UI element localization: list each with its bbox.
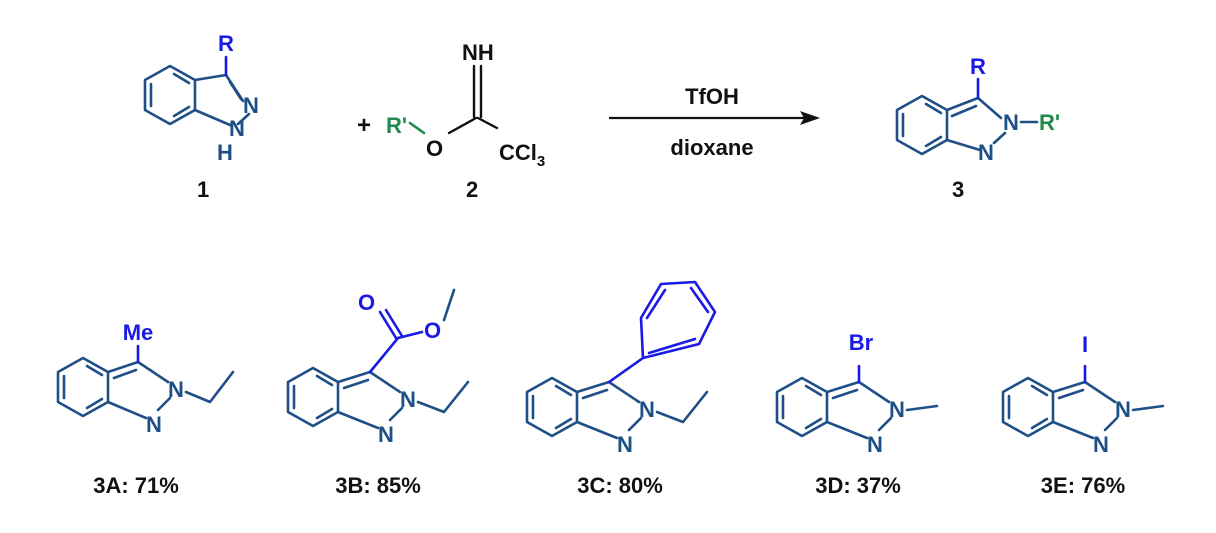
ester-carbon-bond [368, 336, 400, 374]
methoxy-methyl-bond [442, 288, 456, 322]
indazole-r-label: R [218, 31, 234, 56]
example-3B: O O N N [286, 288, 470, 447]
ester-o-label: O [424, 318, 441, 343]
compound-number-2: 2 [466, 177, 478, 202]
benzene-double-bonds [62, 364, 104, 410]
n2-label: N [639, 397, 655, 422]
phenyl-link-bond [607, 356, 645, 384]
example-3D: Br N N [775, 330, 939, 457]
aromatic-double-bond [342, 378, 370, 390]
benzene-double-bonds [781, 384, 823, 430]
n-n-bond [388, 406, 404, 422]
imidate-o-label: O [426, 136, 443, 161]
product-aromatic-double-bond [950, 104, 978, 118]
caption-3C: 3C: 80% [577, 473, 663, 498]
indazole-benzene-ring [143, 64, 197, 126]
n-n-bond [156, 396, 172, 412]
solvent-label: dioxane [670, 135, 753, 160]
ester-o-bond [396, 330, 424, 340]
imidate-nh-label: NH [462, 40, 494, 65]
n-n-bond [877, 416, 893, 432]
aromatic-double-bond [831, 388, 859, 400]
aromatic-double-bond [581, 388, 609, 400]
example-3E: I N N [1001, 332, 1165, 457]
imidate-ccl3-label: CCl3 [499, 140, 545, 170]
phenyl-ring [639, 280, 717, 360]
n1-label: N [867, 432, 883, 457]
indazole-n1-label: N [229, 116, 245, 141]
benzene-ring [286, 366, 340, 428]
substituent-label: I [1082, 332, 1088, 357]
n2-label: N [1115, 397, 1131, 422]
imidate-c-o-bond [447, 116, 478, 135]
plus-sign: + [357, 112, 371, 139]
caption-3D: 3D: 37% [815, 473, 901, 498]
n1-label: N [617, 432, 633, 457]
benzene-double-bonds [1007, 384, 1049, 430]
caption-3E: 3E: 76% [1041, 473, 1125, 498]
n1-label: N [1093, 432, 1109, 457]
ethyl-chain [184, 370, 235, 404]
product-n1-label: N [978, 140, 994, 165]
example-3C: N N [525, 280, 717, 457]
carbonyl-o-label: O [358, 290, 375, 315]
n1-label: N [378, 422, 394, 447]
phenyl-double-bonds [645, 286, 710, 355]
indazole-h-label: H [217, 140, 233, 165]
product-n2-label: N [1003, 110, 1019, 135]
indazole-n1-n2-bond [236, 112, 251, 126]
imidate-c-ccl3-bond [476, 116, 499, 130]
reactant-2-imidate: NH R' O CCl3 2 [386, 40, 545, 202]
n-n-bond [627, 416, 643, 432]
imidate-ccl-subscript: 3 [537, 153, 545, 170]
benzene-double-bonds [531, 384, 573, 430]
aromatic-double-bond [1057, 388, 1085, 400]
substituent-label: Me [123, 320, 154, 345]
product-n2-n1-bond [992, 131, 1007, 145]
product-3: R N R' N 3 [895, 54, 1060, 202]
n2-label: N [400, 387, 416, 412]
n2-label: N [168, 377, 184, 402]
benzene-ring [1001, 376, 1055, 438]
benzene-ring [525, 376, 579, 438]
n1-label: N [146, 412, 162, 437]
aromatic-double-bond [112, 368, 138, 380]
benzene-ring [775, 376, 829, 438]
indazole-n2-label: N [243, 93, 259, 118]
caption-3A: 3A: 71% [93, 473, 179, 498]
ethyl-chain [655, 390, 709, 424]
compound-number-3: 3 [952, 177, 964, 202]
imidate-c-n-double-bond [472, 64, 483, 119]
imidate-rprime-o-bond [408, 121, 426, 135]
n-n-bond [1103, 416, 1119, 432]
arrow-head [800, 111, 820, 125]
reactant-1-indazole: R N N H 1 [143, 31, 259, 202]
benzene-double-bonds [292, 374, 334, 420]
compound-number-1: 1 [197, 177, 209, 202]
reagent-label: TfOH [685, 84, 739, 109]
imidate-rprime-label: R' [386, 113, 407, 138]
ethyl-chain [416, 380, 470, 414]
reaction-arrow: TfOH dioxane [609, 84, 820, 160]
product-rprime-label: R' [1039, 110, 1060, 135]
example-3A: Me N N [56, 320, 235, 437]
substituent-label: Br [849, 330, 874, 355]
benzene-ring [56, 356, 110, 418]
product-r-label: R [970, 54, 986, 79]
methyl-bond [1131, 404, 1165, 412]
ester-carbonyl-double-bond [378, 308, 404, 340]
caption-3B: 3B: 85% [335, 473, 421, 498]
methyl-bond [905, 404, 939, 412]
indazole-benzene-double-bonds [149, 72, 191, 118]
product-benzene-double-bonds [901, 102, 943, 148]
product-benzene-ring [895, 94, 949, 156]
n2-label: N [889, 397, 905, 422]
indazole-c3-n2-double [228, 80, 243, 101]
imidate-ccl-text: CCl [499, 140, 537, 165]
